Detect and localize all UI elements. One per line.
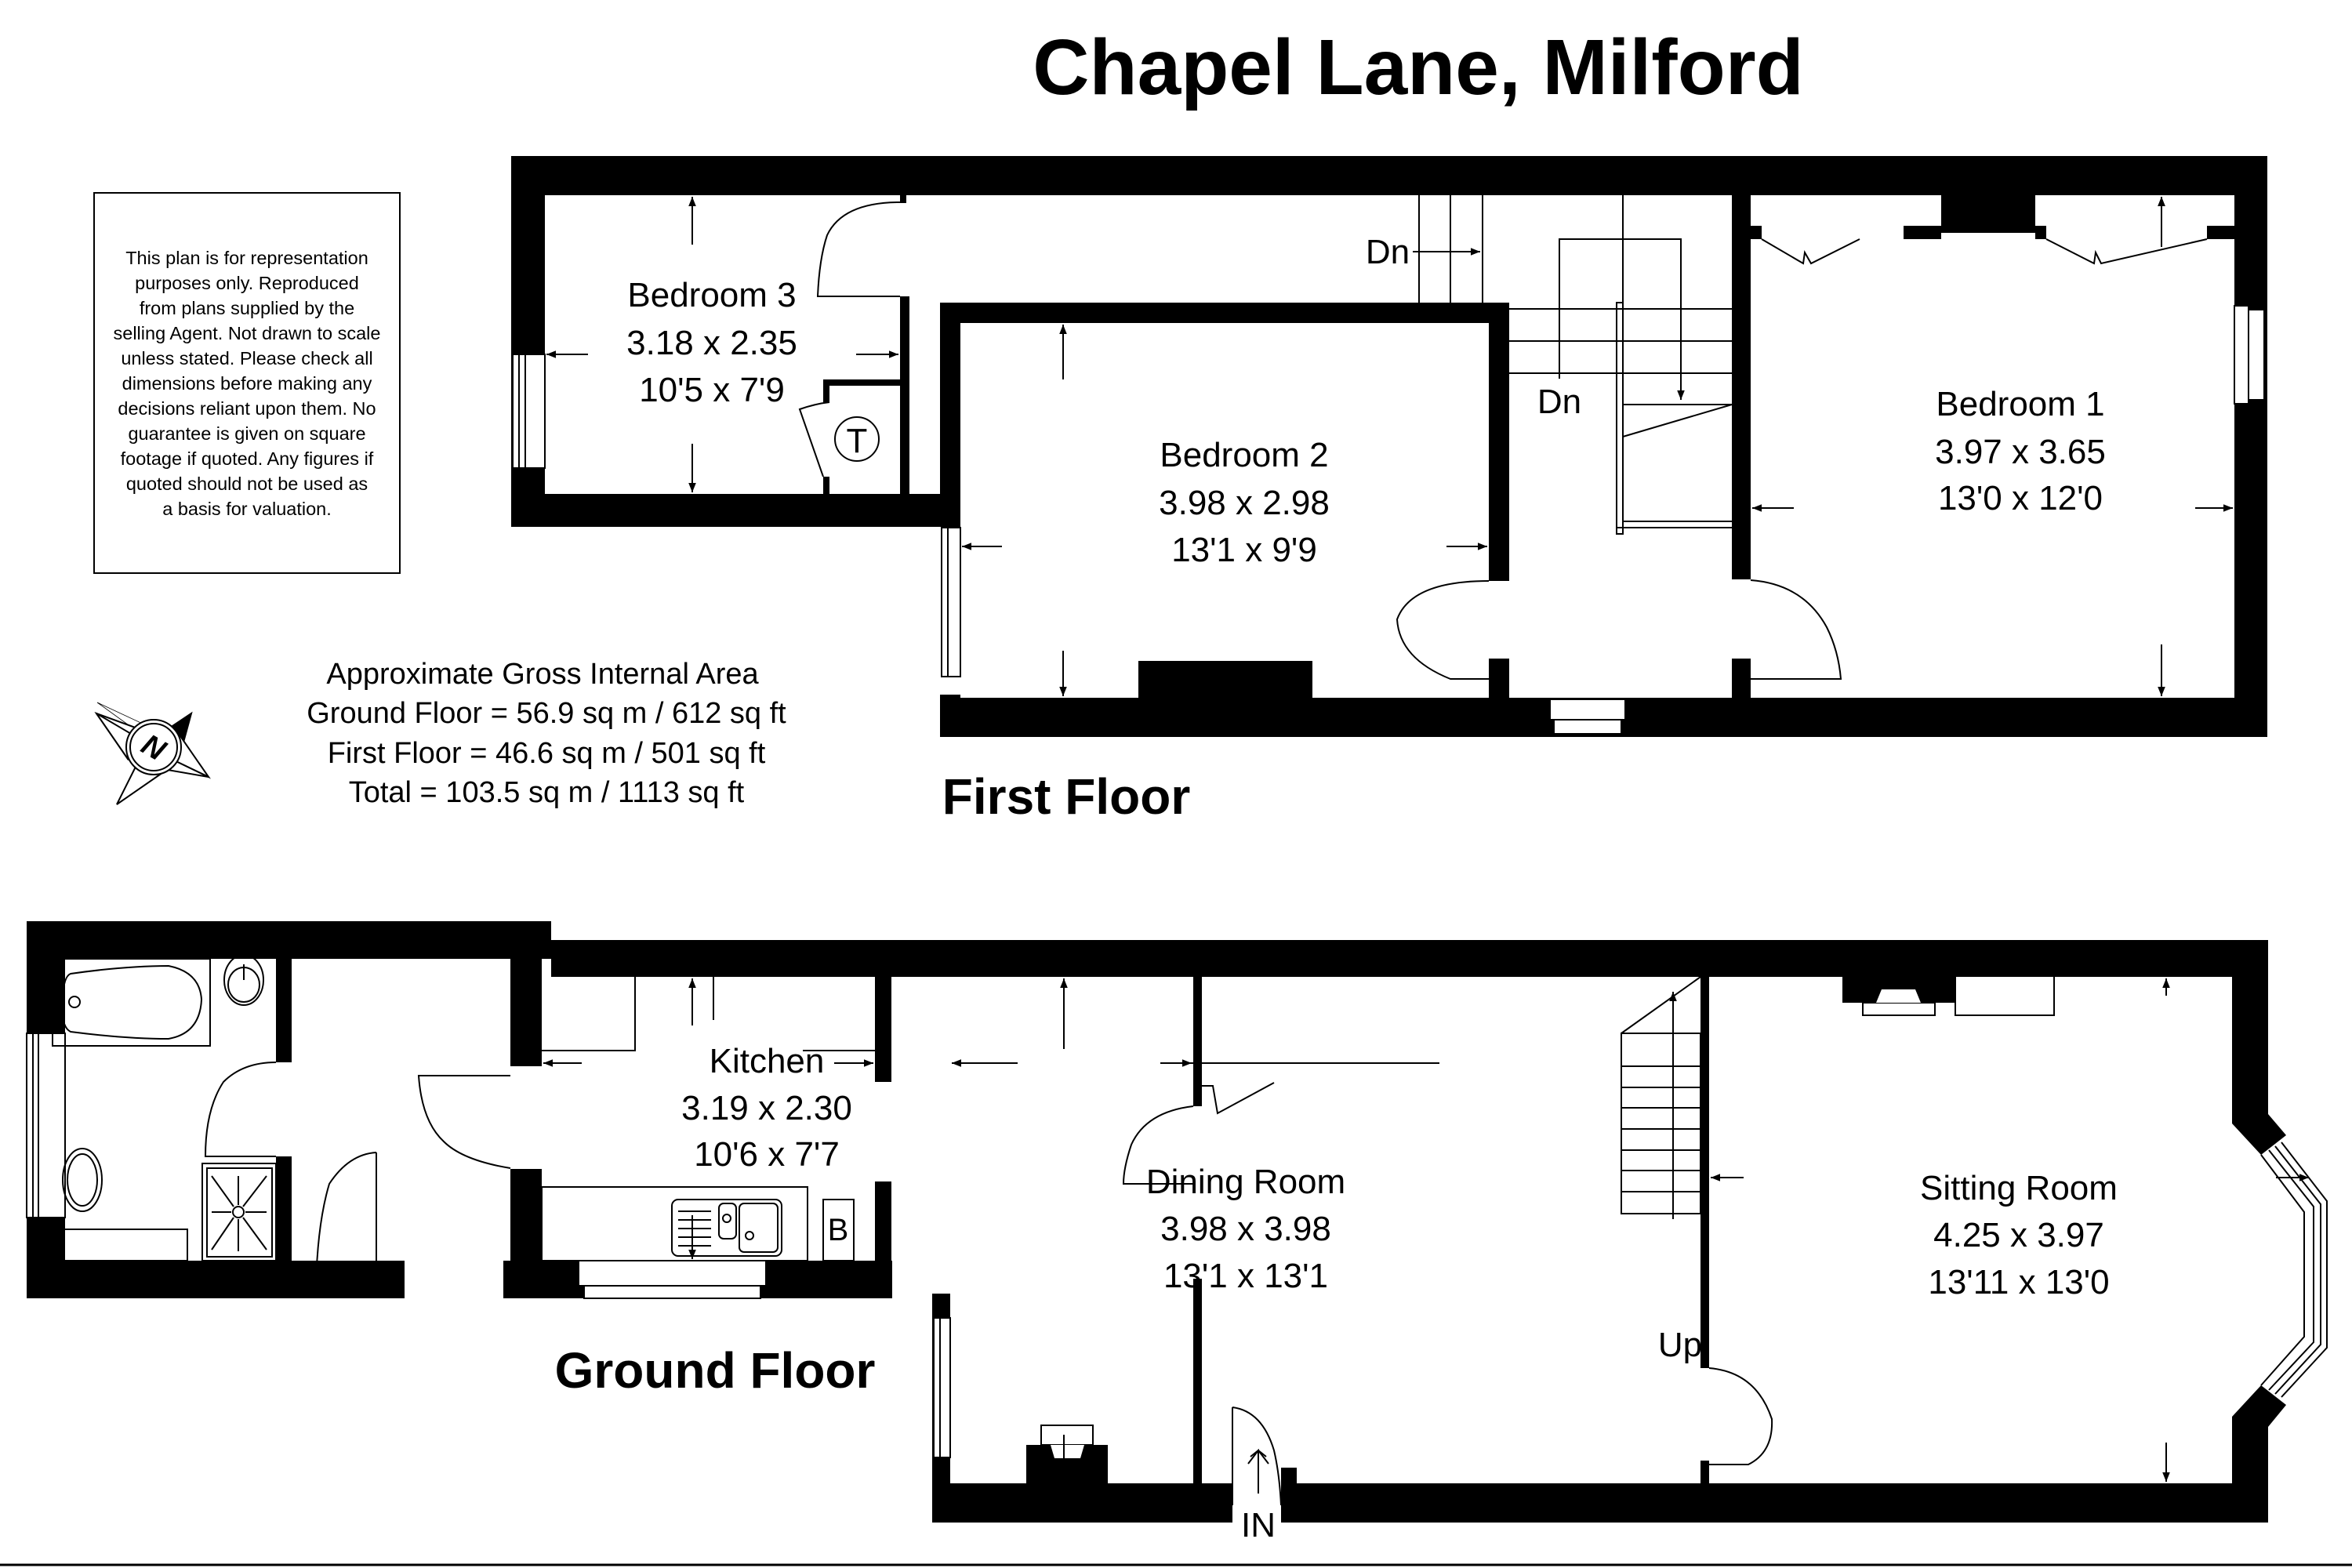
disclaimer-text: This plan is for representation purposes … [107,245,387,521]
stair-down-label-2: Dn [1537,383,1581,421]
disclaimer-line: quoted should not be used as [125,473,368,494]
boiler-icon: B [822,1199,855,1261]
svg-text:10'6 x 7'7: 10'6 x 7'7 [694,1135,840,1174]
disclaimer-line: from plans supplied by the [139,297,355,318]
disclaimer-line: This plan is for representation [125,247,368,268]
disclaimer-line: guarantee is given on square [128,423,366,444]
area-ground-floor: Ground Floor = 56.9 sq m / 612 sq ft [307,697,786,730]
svg-text:3.18 x 2.35: 3.18 x 2.35 [626,324,797,362]
svg-text:Dining Room: Dining Room [1146,1163,1345,1201]
svg-text:13'0 x 12'0: 13'0 x 12'0 [1938,479,2103,517]
svg-text:Bedroom 2: Bedroom 2 [1160,436,1328,474]
svg-text:Kitchen: Kitchen [710,1042,825,1080]
area-heading: Approximate Gross Internal Area [326,658,759,691]
shower-tray-icon [201,1163,277,1261]
svg-text:4.25 x 3.97: 4.25 x 3.97 [1933,1216,2104,1254]
room-bedroom-1: Bedroom 1 3.97 x 3.65 13'0 x 12'0 [1935,385,2106,517]
disclaimer-line: unless stated. Please check all [121,347,373,368]
disclaimer-line: footage if quoted. Any figures if [120,448,374,469]
disclaimer-box: This plan is for representation purposes … [93,192,401,574]
svg-text:10'5 x 7'9: 10'5 x 7'9 [639,371,785,409]
area-first-floor: First Floor = 46.6 sq m / 501 sq ft [328,737,766,770]
disclaimer-line: a basis for valuation. [162,498,332,519]
svg-text:3.98 x 2.98: 3.98 x 2.98 [1159,484,1330,522]
room-kitchen: Kitchen 3.19 x 2.30 10'6 x 7'7 [681,1042,852,1174]
boiler-label: B [828,1213,849,1247]
room-bedroom-3: Bedroom 3 3.18 x 2.35 10'5 x 7'9 [626,276,797,409]
svg-text:3.97 x 3.65: 3.97 x 3.65 [1935,433,2106,471]
first-floor-label: First Floor [942,768,1190,825]
basin-icon [223,954,264,1006]
svg-text:13'1 x 13'1: 13'1 x 13'1 [1163,1257,1328,1295]
svg-text:Bedroom 1: Bedroom 1 [1936,385,2104,423]
disclaimer-line: decisions reliant upon them. No [118,397,376,419]
area-total: Total = 103.5 sq m / 1113 sq ft [349,776,745,809]
svg-text:3.19 x 2.30: 3.19 x 2.30 [681,1089,852,1127]
room-dining-room: Dining Room 3.98 x 3.98 13'1 x 13'1 [1146,1163,1345,1295]
toilet-icon [52,1148,188,1261]
svg-text:3.98 x 3.98: 3.98 x 3.98 [1160,1210,1331,1248]
svg-text:13'11 x 13'0: 13'11 x 13'0 [1928,1263,2109,1301]
svg-text:Bedroom 3: Bedroom 3 [627,276,796,314]
stair-up-label: Up [1658,1326,1702,1364]
sink-icon [671,1199,782,1257]
disclaimer-line: purposes only. Reproduced [135,272,359,293]
disclaimer-line: selling Agent. Not drawn to scale [113,322,381,343]
svg-text:Sitting Room: Sitting Room [1920,1169,2118,1207]
svg-text:13'1 x 9'9: 13'1 x 9'9 [1171,531,1317,569]
page-title: Chapel Lane, Milford [1033,24,1803,111]
stair-down-label-1: Dn [1366,233,1410,271]
ground-floor-label: Ground Floor [555,1342,876,1399]
ground-floor-plan: B IN Up [26,921,2328,1544]
tank-label: T [847,422,868,460]
entrance-label: IN [1241,1506,1276,1544]
room-bedroom-2: Bedroom 2 3.98 x 2.98 13'1 x 9'9 [1159,436,1330,569]
area-summary: Approximate Gross Internal Area Ground F… [307,658,786,809]
first-floor-plan: T Dn Dn Bedr [511,156,2267,825]
bathtub-icon [52,958,211,1047]
room-sitting-room: Sitting Room 4.25 x 3.97 13'11 x 13'0 [1920,1169,2118,1301]
north-compass-icon: N [94,702,211,805]
disclaimer-line: dimensions before making any [122,372,372,394]
